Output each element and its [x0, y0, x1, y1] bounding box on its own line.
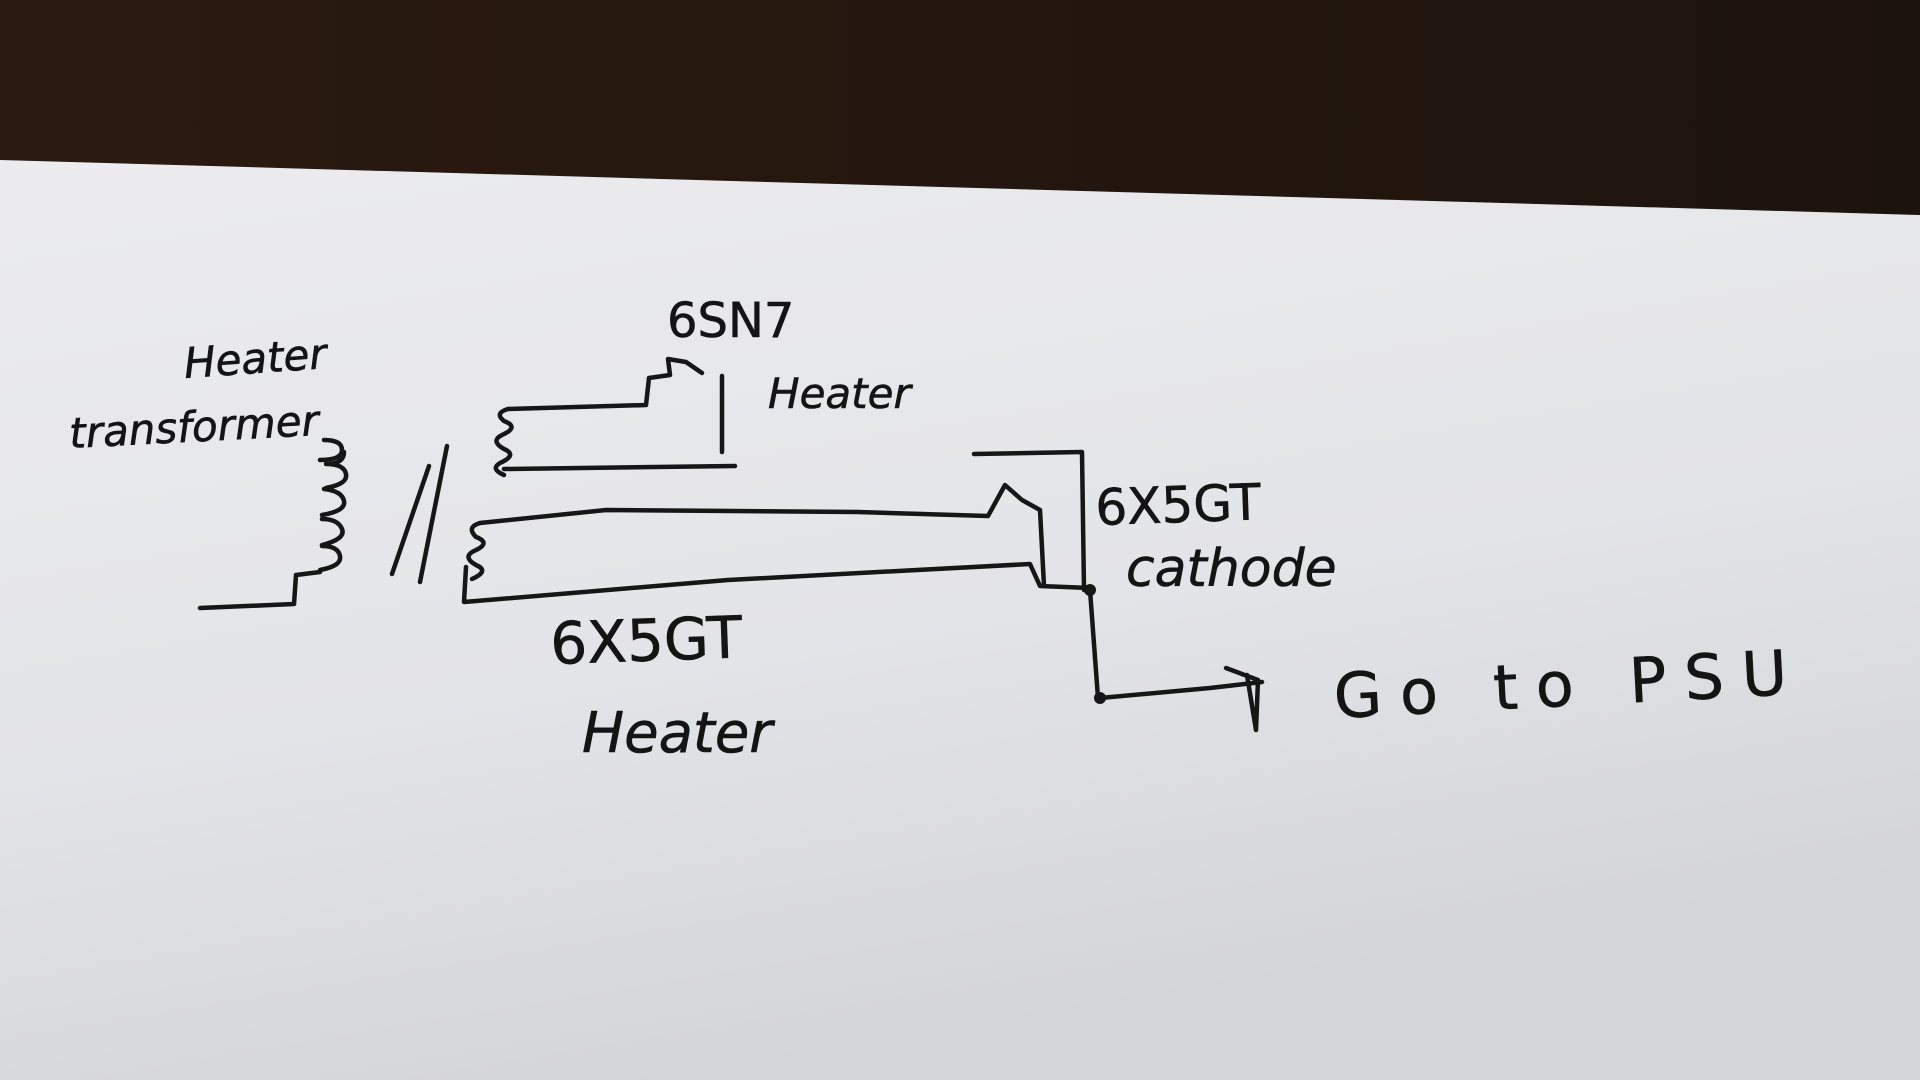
tube-6x5gt-cathode-role: cathode — [1126, 539, 1337, 599]
tube-6x5gt-heater-type: 6X5GT — [549, 603, 744, 678]
transformer-primary-coil — [197, 437, 349, 611]
psu-connection — [1084, 584, 1265, 733]
tube-6sn7-type: 6SN7 — [667, 293, 794, 349]
transformer-core — [389, 443, 450, 585]
transformer-label-line1: Heater — [182, 329, 331, 388]
tube-6x5gt-heater-role: Heater — [582, 701, 775, 766]
transformer-label-line2: transformer — [68, 396, 323, 458]
tube-6x5gt-cathode-type: 6X5GT — [1094, 473, 1262, 537]
arrow-head-icon — [1223, 665, 1261, 733]
secondary-winding-6sn7 — [493, 356, 738, 478]
paper-sheet — [0, 160, 1920, 1080]
tube-6sn7-role: Heater — [768, 369, 913, 418]
secondary-winding-6x5gt — [461, 449, 1093, 605]
